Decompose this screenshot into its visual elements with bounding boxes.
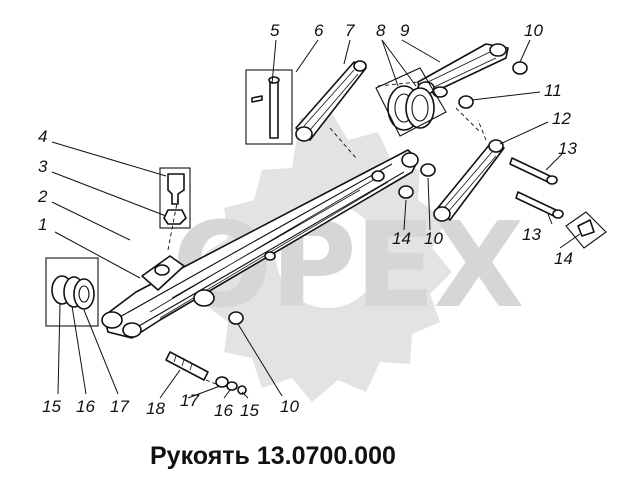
callout-10-bottom: 10	[280, 397, 299, 416]
assembly-line	[167, 81, 487, 385]
inset-8	[375, 67, 447, 137]
callout-18: 18	[146, 399, 165, 418]
washer-17-right	[215, 376, 229, 388]
diagram-caption: Рукоять 13.0700.000	[150, 442, 396, 470]
bushings-8	[387, 85, 435, 131]
callout-12: 12	[552, 109, 571, 128]
link-12	[433, 139, 505, 222]
callout-15-right: 15	[240, 401, 259, 420]
callout-14-right: 14	[554, 249, 573, 268]
pin-18	[165, 351, 209, 381]
callout-3: 3	[38, 157, 48, 176]
bushing-14	[398, 185, 414, 199]
callout-14-left: 14	[392, 229, 411, 248]
bushing-10-top	[512, 61, 528, 75]
callout-4: 4	[38, 127, 47, 146]
nut-15-right	[237, 385, 247, 395]
callout-8: 8	[376, 21, 386, 40]
callout-11: 11	[544, 81, 562, 100]
lever-7	[295, 60, 367, 142]
callout-1: 1	[38, 215, 47, 234]
callout-2: 2	[37, 187, 48, 206]
handle-arm	[101, 149, 419, 339]
nut-11	[458, 95, 474, 109]
callout-6: 6	[314, 21, 324, 40]
callout-9: 9	[400, 21, 410, 40]
pin-13-upper	[509, 157, 551, 183]
inset-4-3	[159, 167, 191, 229]
callout-10-mid: 10	[424, 229, 443, 248]
callout-16-right: 16	[214, 401, 233, 420]
bushing-10-bottom	[228, 311, 244, 325]
callout-13-upper: 13	[558, 139, 577, 158]
leader-lines	[51, 39, 581, 399]
callout-16-left: 16	[76, 397, 95, 416]
washer-16-right	[226, 381, 238, 391]
callout-7: 7	[345, 21, 355, 40]
callout-15-left: 15	[42, 397, 61, 416]
bushing-10-mid	[420, 163, 436, 177]
callouts: 1 2 3 4 5 6 7 8 9 10 11 12 13 13 14 10 1…	[37, 21, 577, 420]
callout-10-top: 10	[524, 21, 543, 40]
callout-13-lower: 13	[522, 225, 541, 244]
inset-15-17	[45, 257, 99, 327]
callout-5: 5	[270, 21, 280, 40]
callout-17-left: 17	[110, 397, 129, 416]
link-9	[417, 43, 509, 98]
inset-14-right	[565, 211, 607, 249]
inset-5-6	[245, 69, 293, 145]
callout-17-right: 17	[180, 391, 199, 410]
